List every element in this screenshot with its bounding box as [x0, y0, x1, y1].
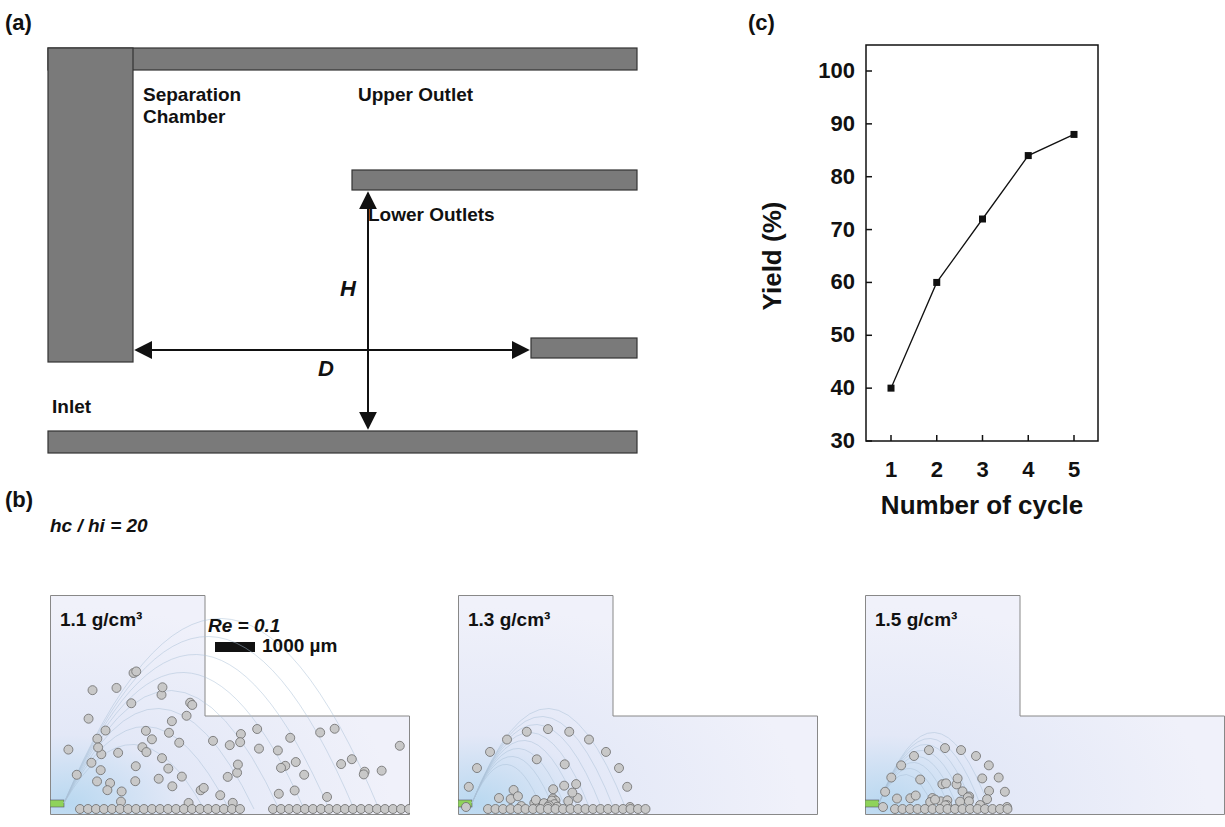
x-tick — [982, 435, 984, 441]
inlet-jet — [50, 800, 64, 807]
y-tick — [866, 282, 872, 284]
yield-chart — [866, 45, 1098, 441]
distance-arrow — [136, 349, 528, 351]
chamber-label: Separation Chamber — [143, 84, 273, 128]
y-tick-label: 30 — [831, 428, 855, 453]
y-tick — [866, 387, 872, 389]
scale-label: 1000 µm — [262, 635, 337, 657]
x-tick — [1028, 435, 1030, 441]
reynolds-label: Re = 0.1 — [208, 615, 280, 637]
data-marker — [1071, 131, 1078, 138]
plot-frame — [866, 45, 1098, 441]
density-label: 1.3 g/cm³ — [458, 595, 560, 645]
y-tick-label: 80 — [831, 164, 855, 189]
bottom-wall — [48, 431, 637, 453]
x-tick-label: 5 — [1068, 457, 1080, 482]
y-tick — [866, 123, 872, 125]
density-label: 1.5 g/cm³ — [865, 595, 967, 645]
x-tick-label: 4 — [1022, 457, 1034, 482]
simulation-panel: 1.3 g/cm³ — [458, 595, 818, 815]
streamlines — [879, 732, 990, 809]
particles — [64, 667, 410, 814]
x-tick-label: 3 — [976, 457, 988, 482]
y-tick — [866, 229, 872, 231]
axis-title: Number of cycle — [881, 491, 1083, 521]
dimension-label: D — [318, 356, 334, 381]
y-tick — [866, 335, 872, 337]
data-marker — [1025, 152, 1032, 159]
y-tick-label: 40 — [831, 375, 855, 400]
x-tick-label: 1 — [885, 457, 897, 482]
simulation-panel: 1.5 g/cm³ — [865, 595, 1225, 815]
channel-schematic — [48, 48, 637, 453]
x-tick — [936, 435, 938, 441]
outlet-label: Upper Outlet — [358, 84, 473, 106]
y-tick-label: 60 — [831, 270, 855, 295]
y-tick-label: 70 — [831, 217, 855, 242]
y-tick-label: 100 — [818, 58, 855, 83]
axis-title: Yield (%) — [758, 202, 788, 311]
chamber-shape — [51, 596, 410, 815]
x-tick — [1073, 435, 1075, 441]
x-tick — [890, 435, 892, 441]
y-tick — [866, 176, 872, 178]
panel-label: (b) — [5, 487, 33, 512]
ratio-label: hc / hi = 20 — [50, 515, 148, 537]
y-tick-label: 90 — [831, 111, 855, 136]
height-arrow — [367, 193, 369, 428]
inlet-label: Inlet — [52, 396, 91, 418]
x-tick-label: 2 — [931, 457, 943, 482]
streamlines — [64, 618, 379, 809]
lower-divider — [531, 338, 637, 358]
data-marker — [979, 216, 986, 223]
left-wall — [48, 48, 133, 362]
y-tick-label: 50 — [831, 323, 855, 348]
density-label: 1.1 g/cm³ — [50, 595, 152, 645]
panel-label: (c) — [748, 10, 775, 35]
data-marker — [933, 279, 940, 286]
y-tick — [866, 440, 872, 442]
dimension-label: H — [340, 276, 356, 301]
chamber-shape — [866, 596, 1225, 815]
data-marker — [888, 385, 895, 392]
top-wall — [48, 48, 637, 70]
chamber-shape — [459, 596, 818, 815]
particles — [879, 744, 1013, 814]
particles — [462, 725, 651, 814]
streamlines — [472, 708, 626, 809]
upper-divider — [352, 170, 637, 190]
inlet-jet — [865, 800, 879, 807]
panel-label: (a) — [5, 10, 32, 35]
y-tick — [866, 70, 872, 72]
outlet-label: Lower Outlets — [368, 204, 495, 226]
yield-line — [891, 134, 1074, 388]
